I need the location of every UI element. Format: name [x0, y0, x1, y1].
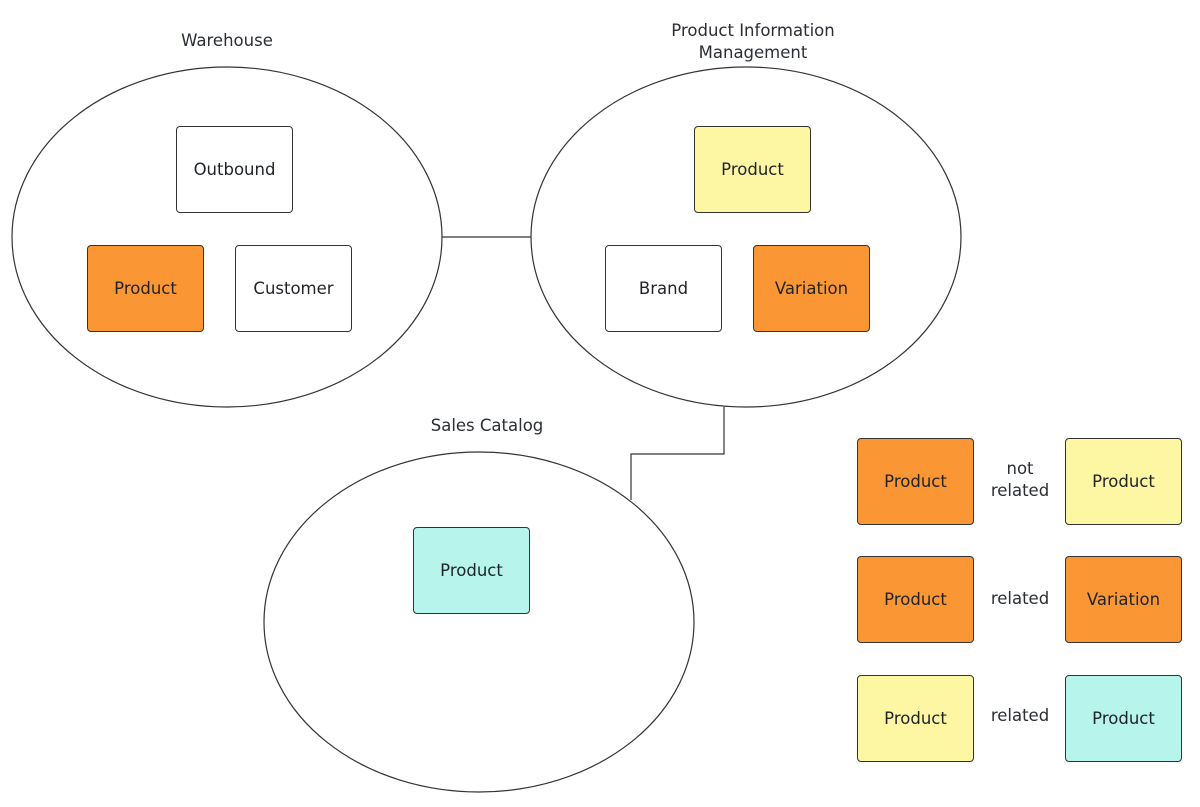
- legend-row-2-left-entity: Product: [857, 556, 974, 643]
- warehouse-title: Warehouse: [181, 31, 273, 50]
- warehouse-customer-entity[interactable]: Customer: [235, 245, 352, 332]
- legend-row-3-relation: related: [990, 706, 1050, 725]
- legend-row-2-relation: related: [990, 589, 1050, 608]
- pim-title: Product Information Management: [671, 21, 835, 62]
- pim-sales-catalog-connector: [630, 407, 725, 500]
- warehouse-context-boundary: [11, 66, 443, 408]
- legend-row-3-left-entity: Product: [857, 675, 974, 762]
- pim-brand-entity[interactable]: Brand: [605, 245, 722, 332]
- sales-catalog-product-entity[interactable]: Product: [413, 527, 530, 614]
- pim-context-boundary: [530, 66, 962, 408]
- sales-catalog-context-boundary: [263, 451, 695, 793]
- legend-row-1-relation: not related: [990, 459, 1050, 500]
- sales-catalog-title: Sales Catalog: [430, 416, 544, 435]
- pim-variation-entity[interactable]: Variation: [753, 245, 870, 332]
- legend-row-3-right-entity: Product: [1065, 675, 1182, 762]
- legend-row-1-left-entity: Product: [857, 438, 974, 525]
- warehouse-product-entity[interactable]: Product: [87, 245, 204, 332]
- warehouse-outbound-entity[interactable]: Outbound: [176, 126, 293, 213]
- legend-row-2-right-entity: Variation: [1065, 556, 1182, 643]
- legend-row-1-right-entity: Product: [1065, 438, 1182, 525]
- pim-product-entity[interactable]: Product: [694, 126, 811, 213]
